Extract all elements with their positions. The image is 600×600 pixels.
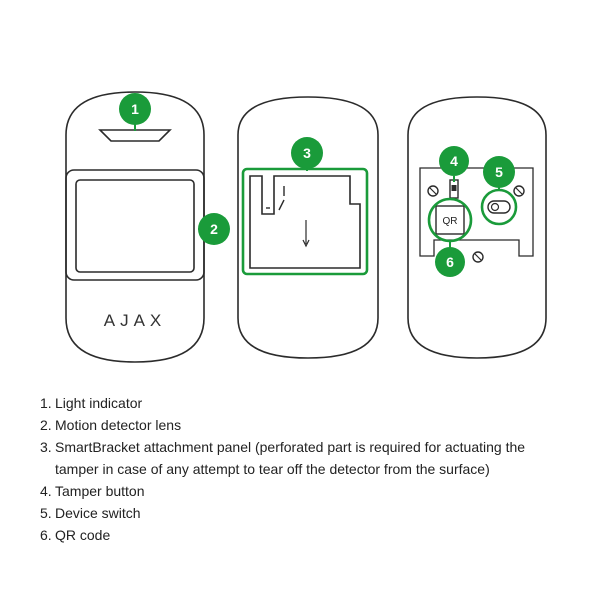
device-switch-knob xyxy=(490,202,500,212)
arrow-down-head xyxy=(302,239,310,248)
back-body-outline xyxy=(237,96,379,359)
front-body-outline xyxy=(65,91,205,363)
device-back-view xyxy=(237,96,379,359)
callout-3: 3 xyxy=(291,137,323,171)
inside-body-outline xyxy=(407,96,547,359)
front-lens-frame xyxy=(65,169,205,281)
legend-list: 1.Light indicator 2.Motion detector lens… xyxy=(40,392,560,546)
device-front-view: AJAX xyxy=(65,91,205,363)
legend-item-3: 3.SmartBracket attachment panel (perfora… xyxy=(40,439,526,477)
legend-item-4: 4.Tamper button xyxy=(40,483,145,499)
device-diagram: AJAX QR xyxy=(65,91,547,363)
qr-code-box xyxy=(435,205,465,235)
legend-item-1: 1.Light indicator xyxy=(40,395,143,411)
callout-2: 2 xyxy=(198,213,230,245)
callout-label-6: 6 xyxy=(446,254,454,270)
bracket-highlight xyxy=(241,167,369,276)
callout-label-3: 3 xyxy=(303,145,311,161)
brand-logo: AJAX xyxy=(104,311,167,330)
callout-label-1: 1 xyxy=(131,101,139,117)
device-switch xyxy=(487,200,511,214)
screw-bottom xyxy=(472,251,484,263)
screw-right xyxy=(513,185,525,197)
callout-1: 1 xyxy=(119,93,151,131)
device-inside-view: QR xyxy=(407,96,547,359)
callout-label-5: 5 xyxy=(495,164,503,180)
callout-4: 4 xyxy=(439,146,469,182)
bracket-panel xyxy=(249,175,361,269)
qr-code-label: QR xyxy=(443,216,458,227)
callout-6: 6 xyxy=(435,241,465,277)
highlight-rings xyxy=(241,167,518,276)
tamper-button-knob xyxy=(451,185,457,191)
inside-board-outline xyxy=(419,167,534,257)
callout-label-4: 4 xyxy=(450,153,458,169)
motion-lens xyxy=(75,179,195,273)
perforation-2 xyxy=(278,199,285,211)
screw-left xyxy=(427,185,439,197)
legend-item-2: 2.Motion detector lens xyxy=(40,417,182,433)
callout-label-2: 2 xyxy=(210,221,218,237)
callout-5: 5 xyxy=(483,156,515,190)
legend-item-6: 6.QR code xyxy=(40,527,111,543)
light-indicator xyxy=(98,129,172,142)
legend-item-5: 5.Device switch xyxy=(40,505,141,521)
